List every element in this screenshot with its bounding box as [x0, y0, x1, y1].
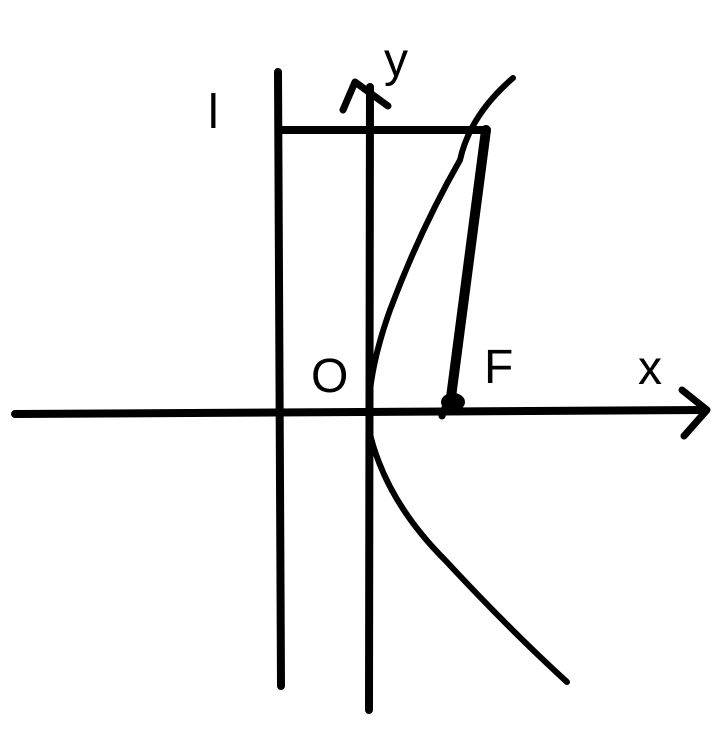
y-axis-label: y — [384, 34, 408, 87]
focus-tick — [438, 401, 450, 420]
x-axis-arrowhead — [678, 386, 711, 440]
x-axis-line — [11, 406, 709, 418]
x-axis-label: x — [638, 342, 662, 395]
y-axis-arrowhead — [339, 78, 392, 114]
directrix-line — [274, 68, 285, 690]
focus-label: F — [484, 341, 513, 394]
parabola-curve — [365, 75, 570, 685]
directrix-label: l — [208, 86, 219, 139]
focal-segment — [445, 125, 491, 410]
origin-label: O — [311, 350, 348, 403]
